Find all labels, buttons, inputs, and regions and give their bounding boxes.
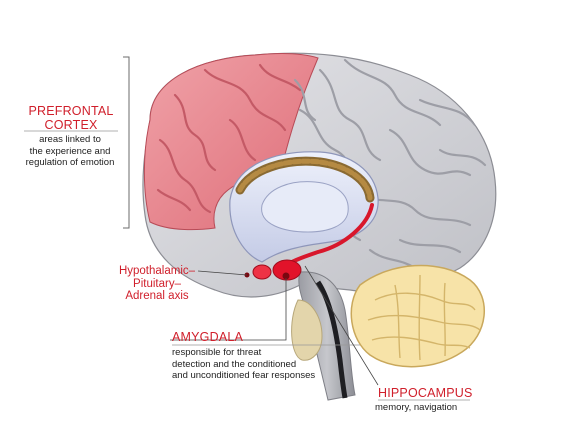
prefrontal-cortex-title: PREFRONTAL CORTEX xyxy=(22,104,120,132)
amygdala-marker xyxy=(282,272,290,280)
cerebellum xyxy=(350,264,485,368)
hippocampus-description: memory, navigation xyxy=(375,402,458,413)
prefrontal-desc-line3: regulation of emotion xyxy=(25,157,115,169)
prefrontal-title-line2: CORTEX xyxy=(44,118,98,132)
hypothalamus xyxy=(272,259,302,281)
prefrontal-desc-line1: areas linked to xyxy=(39,134,101,145)
thalamus xyxy=(261,181,349,233)
amygdala-desc-line2: detection and the conditioned xyxy=(172,358,297,370)
hpa-axis-label: Hypothalamic– Pituitary– Adrenal axis xyxy=(116,265,198,303)
prefrontal-cortex-description: areas linked to the experience and regul… xyxy=(16,134,124,169)
prefrontal-title-line1: PREFRONTAL xyxy=(28,104,114,118)
prefrontal-desc-line2: the experience and xyxy=(29,145,111,157)
hpa-leader-line xyxy=(197,270,248,276)
hippocampus-leader-line xyxy=(304,265,379,386)
hippocampus-title: HIPPOCAMPUS xyxy=(378,386,473,400)
cerebellum-folia xyxy=(367,274,481,361)
hpa-line3: Adrenal axis xyxy=(125,290,189,303)
hpa-line1: Hypothalamic– xyxy=(118,265,196,277)
prefrontal-gyri xyxy=(156,63,302,214)
amygdala-leader-line xyxy=(170,278,287,341)
pituitary xyxy=(252,264,272,280)
amygdala-description: responsible for threat detection and the… xyxy=(172,347,362,382)
amygdala-desc-line3: and unconditioned fear responses xyxy=(172,370,316,382)
hpa-line2: Pituitary– xyxy=(133,277,181,290)
spinal-canal xyxy=(315,280,348,399)
amygdala-desc-line1: responsible for threat xyxy=(172,347,262,358)
amygdala-title: AMYGDALA xyxy=(172,330,244,344)
corpus-callosum-inner xyxy=(237,158,373,201)
prefrontal-bracket xyxy=(123,56,130,229)
